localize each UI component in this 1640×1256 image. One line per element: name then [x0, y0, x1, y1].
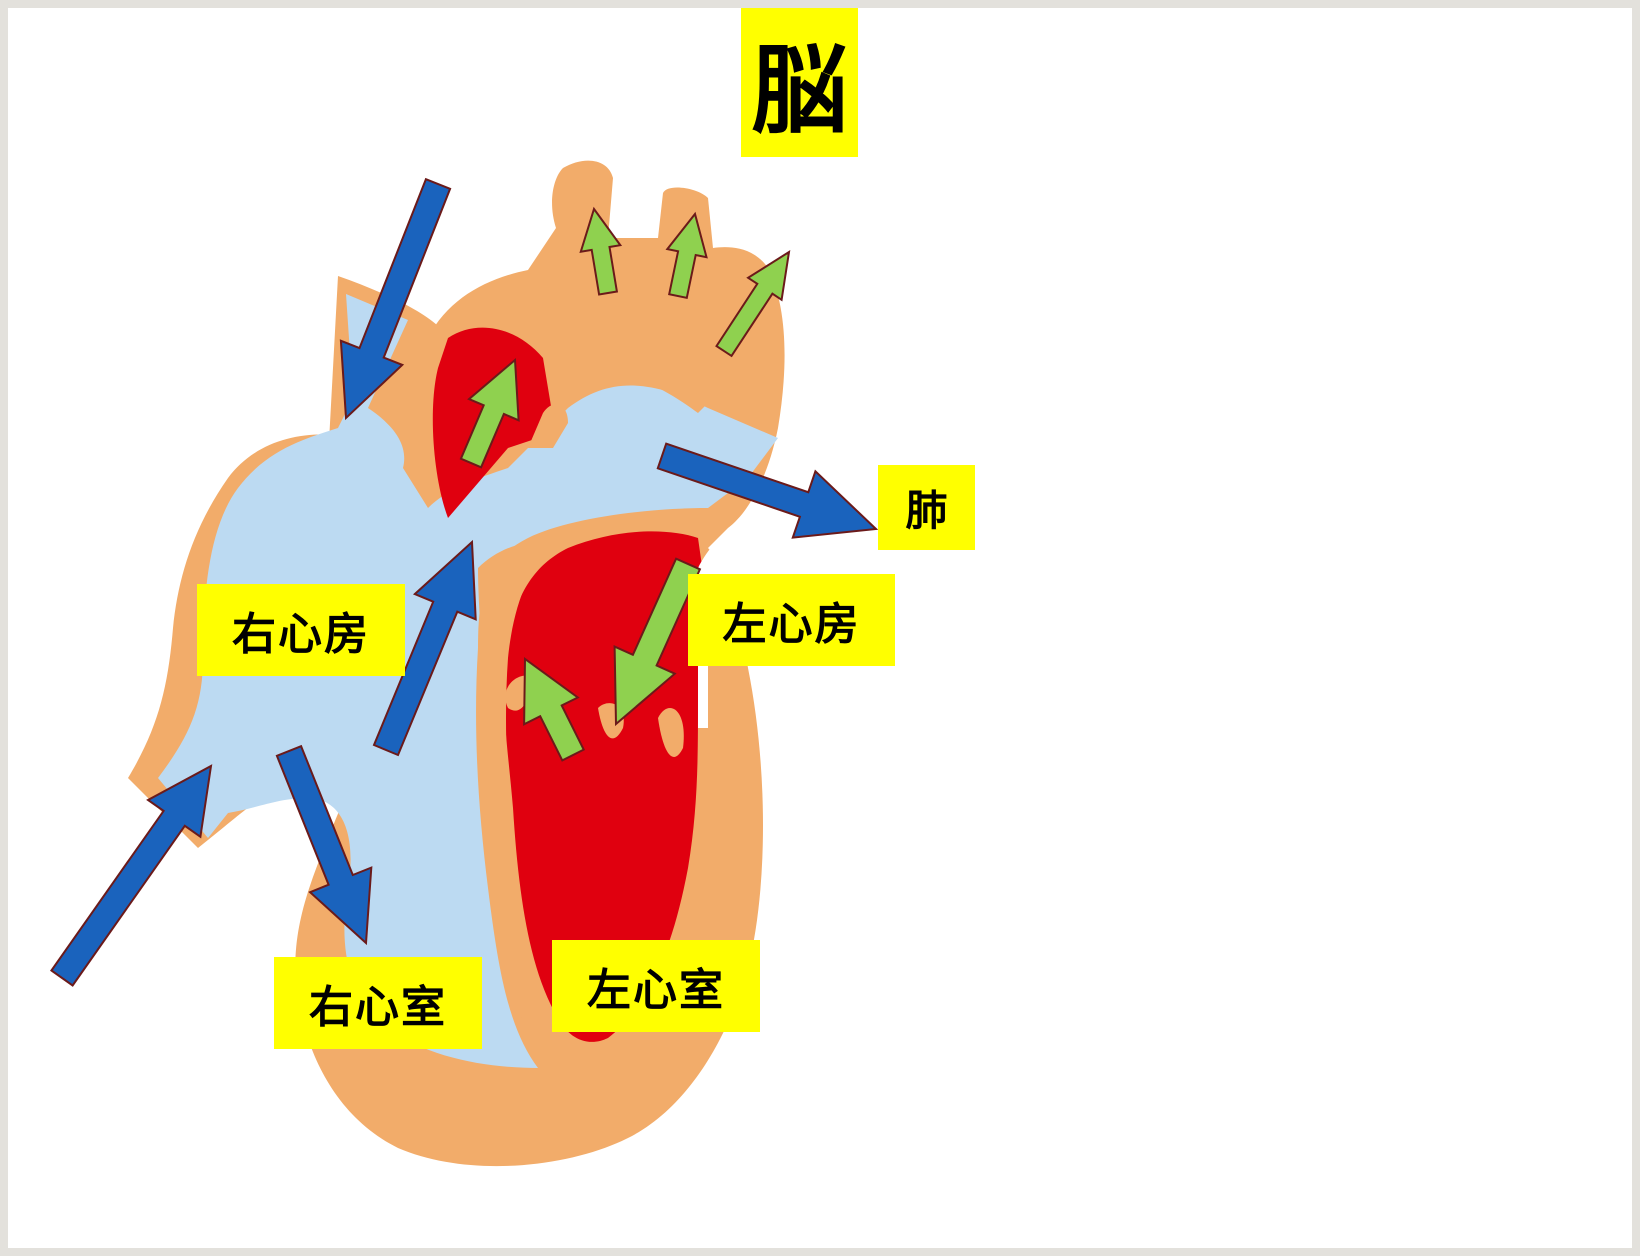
diagram-canvas: 脳 肺 右心房 左心房 右心室 左心室 [8, 8, 1632, 1248]
left-ventricle-label: 左心室 [552, 940, 760, 1032]
inferior-vena-cava-flow-arrow [51, 766, 211, 986]
right-ventricle-label: 右心室 [274, 957, 482, 1049]
left-atrium-label: 左心房 [688, 574, 895, 666]
lung-label: 肺 [878, 465, 975, 550]
right-atrium-label: 右心房 [197, 584, 405, 676]
brain-label: 脳 [741, 8, 858, 157]
